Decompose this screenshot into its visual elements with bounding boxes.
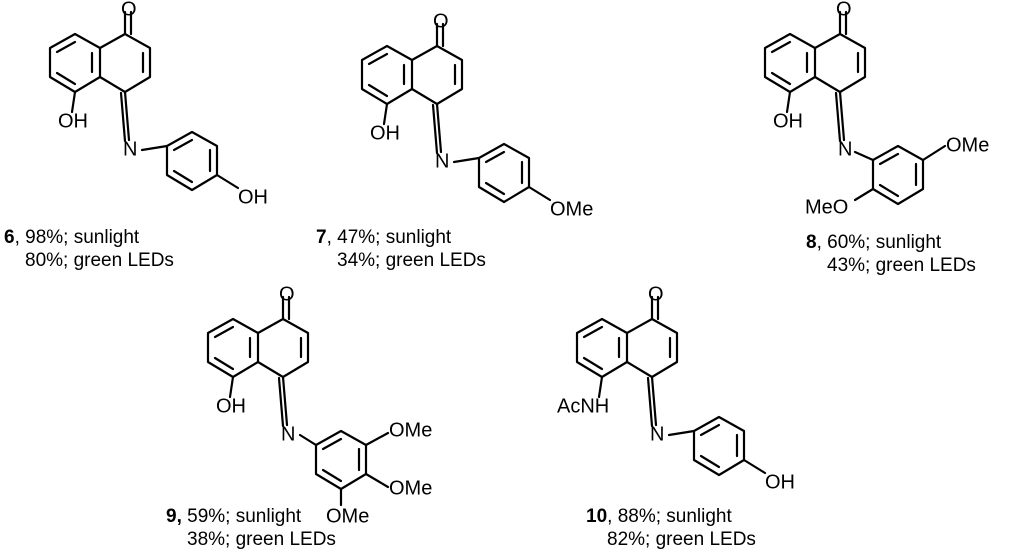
ketone-oxygen-label: O [836,0,852,20]
meta-methoxy-top-label: OMe [389,419,432,441]
peri-hydroxyl-label: OH [370,122,400,144]
aryl-ring [140,130,240,192]
compound-7-structure: O OH N OMe [360,10,593,220]
compound-number: 8 [806,232,817,253]
naphthoquinone-imine-core [206,295,310,428]
compound-10-caption: 10, 88%; sunlight 82%; green LEDs [586,505,756,551]
naphthoquinone-imine-core [360,22,464,155]
naphthoquinone-imine-core [48,10,152,143]
caption-yield-sunlight: , 98%; sunlight [14,227,140,248]
compound-number: 6 [4,227,15,248]
caption-yield-sunlight: 59%; sunlight [181,506,302,527]
imine-nitrogen-label: N [123,138,137,160]
caption-yield-green-leds: 82%; green LEDs [607,529,756,550]
ortho-methoxy-label: MeO [805,196,848,218]
aryl-ring [853,144,947,206]
compound-10-structure: O AcNH N OH [557,283,795,493]
compound-6-caption: 6, 98%; sunlight 80%; green LEDs [4,226,174,272]
caption-yield-sunlight: , 60%; sunlight [816,232,942,253]
naphthoquinone-imine-core [575,295,679,428]
para-methoxy-label: OMe [389,477,432,499]
peri-acetamido-label: AcNH [557,395,609,417]
imine-nitrogen-label: N [281,423,295,445]
compound-number: 10 [586,506,608,527]
peri-hydroxyl-label: OH [773,110,803,132]
compound-6-structure: O OH N OH [48,0,268,208]
caption-yield-green-leds: 43%; green LEDs [827,255,976,276]
imine-nitrogen-label: N [435,150,449,172]
compound-number: 7 [316,227,327,248]
compound-7-caption: 7, 47%; sunlight 34%; green LEDs [316,226,486,272]
imine-nitrogen-label: N [838,138,852,160]
ketone-oxygen-label: O [121,0,137,20]
meta-methoxy-label: OMe [946,134,989,156]
peri-hydroxyl-label: OH [216,395,246,417]
imine-nitrogen-label: N [650,423,664,445]
caption-yield-sunlight: , 88%; sunlight [607,506,732,527]
caption-yield-green-leds: 38%; green LEDs [187,529,336,550]
aryl-ring [298,429,390,507]
caption-yield-sunlight: , 47%; sunlight [326,227,452,248]
caption-yield-green-leds: 34%; green LEDs [337,250,486,271]
ketone-oxygen-label: O [279,283,295,305]
aryl-ring [667,415,767,477]
para-hydroxyl-label: OH [765,471,795,493]
meta-methoxy-bottom-label: OMe [326,505,369,527]
compound-8-structure: O OH N OMe MeO [763,0,989,218]
peri-hydroxyl-label: OH [58,110,88,132]
naphthoquinone-imine-core [763,10,867,143]
ketone-oxygen-label: O [433,10,449,32]
compound-9-caption: 9, 59%; sunlight 38%; green LEDs [166,505,336,551]
ketone-oxygen-label: O [648,283,664,305]
para-hydroxyl-label: OH [238,186,268,208]
compound-8-caption: 8, 60%; sunlight 43%; green LEDs [806,231,976,277]
compound-9-structure: O OH N OMe OMe OMe [206,283,432,527]
aryl-ring [452,142,552,204]
para-methoxy-label: OMe [550,198,593,220]
caption-yield-green-leds: 80%; green LEDs [25,250,174,271]
compound-number: 9, [166,506,182,527]
